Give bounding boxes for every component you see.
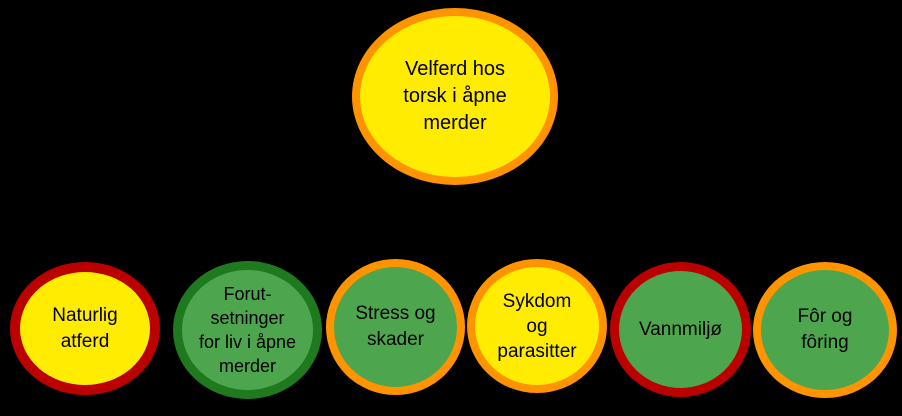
child-label-line: skader (366, 329, 424, 350)
child-label-line: Stress og (355, 303, 436, 324)
child-label-line: Fôr og (797, 306, 853, 327)
child-label-line: setninger (210, 308, 285, 328)
child-node-vannmiljo: Vannmiljø (610, 262, 751, 397)
root-node-label: Velferd hos torsk i åpne merder (403, 56, 506, 137)
child-node-label: Forut- setninger for liv i åpne merder (199, 282, 296, 378)
child-label-line: Sykdom (502, 290, 572, 312)
child-node-label: Fôr og fôring (798, 304, 853, 356)
child-node-label: Sykdom og parasitter (497, 289, 576, 364)
child-label-line: parasitter (497, 340, 577, 362)
child-label-line: Vannmiljø (638, 318, 723, 340)
child-label-line: atferd (60, 330, 110, 352)
child-label-line: for liv i åpne (198, 332, 297, 352)
root-label-line: merder (423, 112, 487, 134)
child-label-line: Forut- (223, 284, 272, 304)
child-node-label: Naturlig atferd (52, 303, 117, 355)
root-label-line: Velferd hos (404, 58, 506, 80)
child-node-for-og-foring: Fôr og fôring (753, 262, 897, 398)
child-label-line: og (526, 315, 548, 337)
child-node-sykdom-og-parasitter: Sykdom og parasitter (467, 259, 607, 393)
child-node-forutsetninger: Forut- setninger for liv i åpne merder (173, 261, 322, 399)
child-label-line: fôring (801, 332, 849, 353)
child-node-label: Vannmiljø (639, 317, 722, 343)
child-node-naturlig-atferd: Naturlig atferd (10, 262, 160, 395)
child-label-line: merder (218, 356, 276, 376)
root-label-line: torsk i åpne (403, 85, 507, 107)
child-node-label: Stress og skader (355, 301, 435, 353)
root-node-velferd: Velferd hos torsk i åpne merder (352, 8, 558, 185)
child-label-line: Naturlig (52, 304, 118, 326)
child-node-stress-og-skader: Stress og skader (326, 259, 465, 395)
